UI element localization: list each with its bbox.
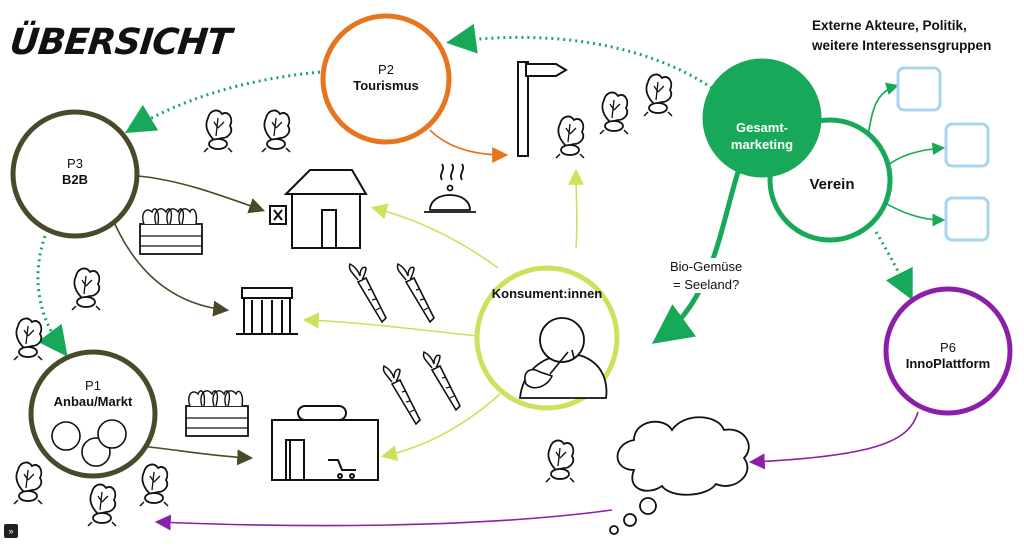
- edge-innoplattform-to-cloud: [748, 411, 919, 470]
- carrot-icon: [422, 351, 461, 411]
- edge-verein-to-innoplattform: [874, 231, 913, 301]
- edge-consumer-to-restaurant: [370, 203, 499, 269]
- edge-anbau-to-shop: [139, 445, 254, 466]
- node-marketing-label: Gesamt- marketing: [712, 104, 812, 153]
- node-p1-name: Anbau/Markt: [53, 394, 133, 410]
- external-actors-line-2: weitere Interessensgruppen: [812, 37, 992, 53]
- node-p2-label: P2 Tourismus: [336, 62, 436, 95]
- node-consumer-label: Konsument:innen: [486, 286, 608, 302]
- vegetable-plant-icon: [13, 317, 43, 361]
- vegetable-plant-icon: [261, 109, 291, 153]
- vegetable-plant-icon: [599, 91, 629, 135]
- external-actors-line-1: Externe Akteure, Politik,: [812, 18, 967, 33]
- vegetable-plant-icon: [545, 439, 575, 483]
- node-p6-label: P6 InnoPlattform: [888, 340, 1008, 373]
- edge-consumer-to-market: [302, 312, 479, 337]
- crate-icon: [185, 389, 249, 437]
- edge-b2b-to-restaurant: [137, 175, 266, 214]
- node-p1-code: P1: [85, 378, 101, 393]
- shop-icon: [271, 405, 379, 481]
- vegetable-plant-icon: [203, 109, 233, 153]
- bio-gemuese-label: Bio-Gemüse = Seeland?: [670, 258, 743, 294]
- node-p1-label: P1 Anbau/Markt: [33, 378, 153, 411]
- person-eating-icon: [518, 317, 608, 399]
- node-p6-code: P6: [940, 340, 956, 355]
- node-p6-name: InnoPlattform: [905, 356, 991, 372]
- carrot-icon: [348, 263, 387, 323]
- vegetable-plant-icon: [13, 461, 43, 505]
- edge-consumer-to-signpost: [568, 168, 585, 249]
- corner-badge-icon[interactable]: »: [4, 524, 18, 538]
- edge-verein-to-external-2: [883, 142, 946, 169]
- node-p2-code: P2: [378, 62, 394, 77]
- external-box-3: [944, 196, 990, 242]
- edge-consumer-to-shop: [380, 393, 501, 462]
- vegetable-plant-icon: [71, 267, 101, 311]
- node-p3-name: B2B: [61, 172, 88, 188]
- edge-b2b-to-anbau: [36, 235, 68, 357]
- node-p6-circle: [883, 286, 1013, 416]
- page-title: ÜBERSICHT: [7, 22, 233, 63]
- external-actors-label: Externe Akteure, Politik, weitere Intere…: [812, 16, 991, 55]
- node-p3-circle: [10, 109, 140, 239]
- node-p2-name: Tourismus: [353, 78, 419, 94]
- node-p3-label: P3 B2B: [25, 156, 125, 189]
- edge-b2b-to-market: [113, 221, 230, 317]
- carrot-icon: [396, 263, 435, 323]
- node-p3-code: P3: [67, 156, 83, 171]
- vegetable-plant-icon: [555, 115, 585, 159]
- node-marketing-circle: [702, 58, 822, 178]
- signpost-icon: [517, 61, 568, 157]
- bio-gemuese-line-1: Bio-Gemüse: [670, 259, 743, 274]
- external-box-2: [944, 122, 990, 168]
- crate-icon: [139, 207, 203, 255]
- edge-cloud-to-anbau: [154, 509, 613, 531]
- node-p2-circle: [320, 13, 452, 145]
- cloche-icon: [424, 163, 476, 213]
- house-icon: [269, 169, 368, 249]
- edge-verein-to-external-3: [879, 199, 946, 227]
- node-consumer-name: Konsument:innen: [491, 286, 603, 301]
- edge-marketing-to-tourismus: [446, 23, 713, 90]
- external-box-1: [896, 66, 942, 112]
- market-stall-icon: [236, 287, 298, 335]
- vegetable-plant-icon: [643, 73, 673, 117]
- bio-gemuese-line-2: = Seeland?: [673, 276, 740, 292]
- edge-verein-to-external-1: [867, 82, 900, 137]
- vegetable-plant-icon: [87, 483, 117, 527]
- vegetable-plant-icon: [139, 463, 169, 507]
- thought-cloud-icon: [609, 416, 750, 535]
- carrot-icon: [382, 365, 421, 425]
- node-verein-label: Verein: [790, 176, 874, 195]
- edge-tourismus-to-b2b: [124, 70, 321, 134]
- edge-marketing-to-consumers: [651, 171, 741, 344]
- node-marketing-name: Gesamt- marketing: [730, 120, 794, 152]
- node-verein-name: Verein: [809, 176, 855, 193]
- edge-tourismus-to-signpost: [429, 129, 509, 163]
